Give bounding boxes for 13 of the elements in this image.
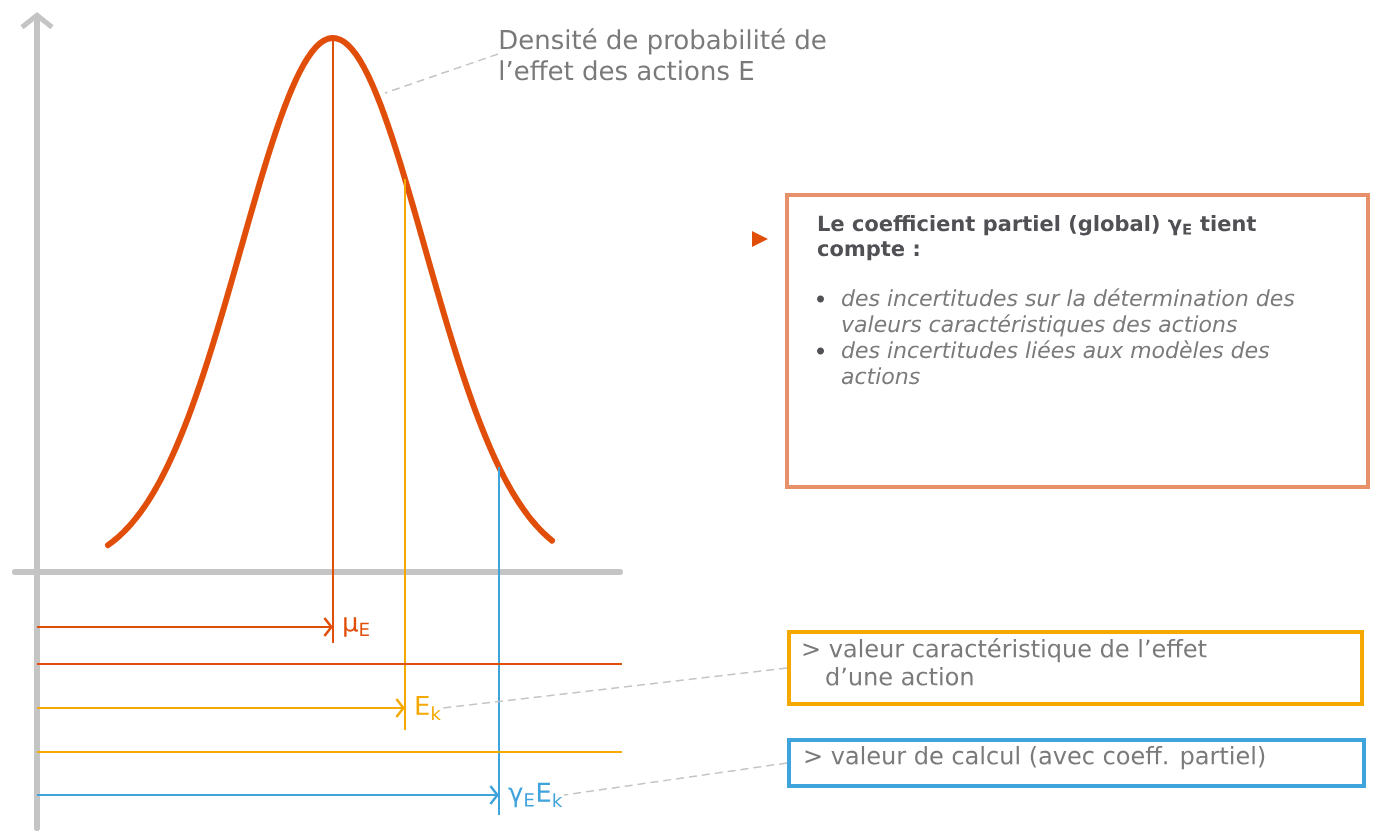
arrow	[36, 785, 499, 805]
value-label: γ$_{E}$E$_{k}$	[508, 782, 563, 808]
callout-box: > valeur de calcul (avec coeff. partiel)	[787, 738, 1366, 788]
info-box: Le coefficient partiel (global) γ$_{E}$ tient compte : des incertitudes sur la détermination des valeurs caractéristiques des actions des incertitudes liées aux modèles des actions	[785, 193, 1370, 489]
arrow	[36, 698, 405, 718]
floating-label: Densité de probabilité de l’effet des actions E	[500, 28, 826, 81]
leader-line	[563, 762, 788, 796]
value-label: μ$_{E}$	[344, 617, 369, 637]
arrow	[36, 617, 333, 637]
callout-box: > valeur caractéristique de l’effet d’une action	[787, 630, 1364, 706]
leader-line	[441, 667, 788, 709]
leader-line	[384, 53, 499, 94]
value-label: E$_{k}$	[416, 695, 441, 721]
